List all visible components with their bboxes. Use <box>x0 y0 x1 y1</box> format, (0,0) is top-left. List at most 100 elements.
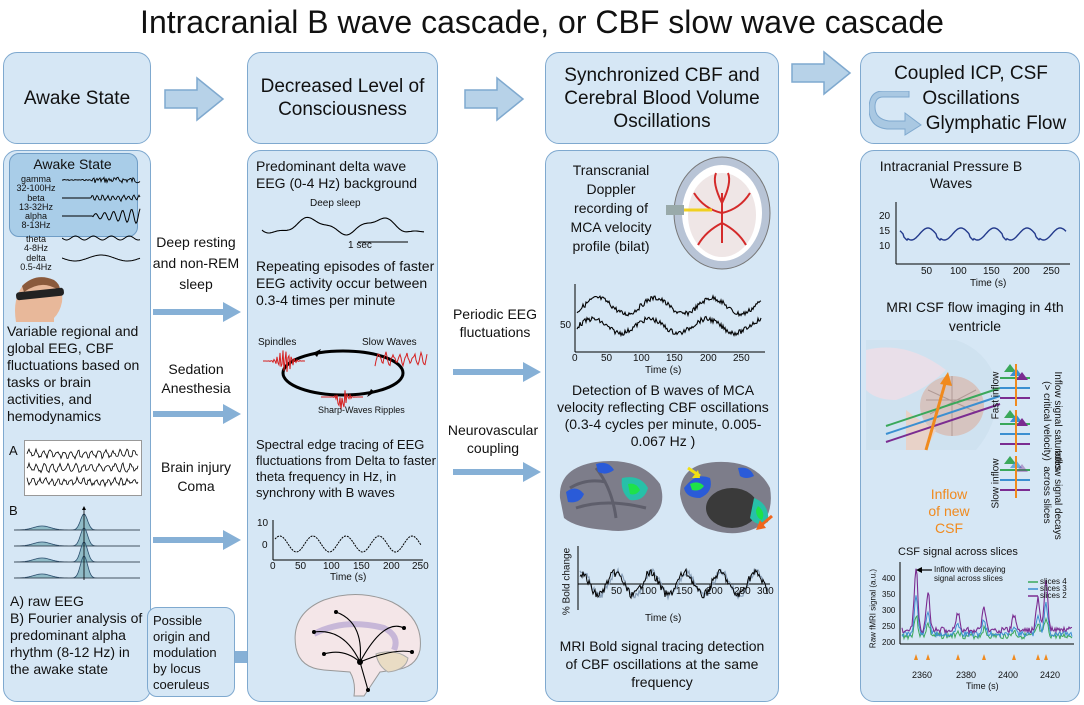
slice-arrow-0-2 <box>1016 372 1028 380</box>
slow-inflow-label: Slow inflow <box>990 458 1002 509</box>
ripples-label: Sharp-Waves Ripples <box>318 405 405 415</box>
icp-x-200: 200 <box>1013 266 1030 277</box>
header-arrow-1-icon <box>164 76 225 122</box>
fmri-brain-medial <box>680 461 773 534</box>
legend-slices-2: slices 2 <box>1040 591 1067 600</box>
curved-arrow-icon <box>869 91 922 136</box>
header-decreased-text: Decreased Level of Consciousness <box>260 76 425 120</box>
csf-signal-chart <box>899 562 1074 660</box>
awake-description: Variable regional and global EEG, CBF fl… <box>7 323 140 424</box>
header-synchronized-text: Synchronized CBF and Cerebral Blood Volu… <box>564 64 760 132</box>
spectrum-1 <box>14 527 140 547</box>
raw-eeg-traces <box>24 440 142 496</box>
bold-x-200: 200 <box>706 586 723 597</box>
mri-bold-text: MRI Bold signal tracing detection of CBF… <box>559 638 765 690</box>
header-awake: Awake State <box>3 52 151 144</box>
band-delta-range: 0.5-4Hz <box>20 262 52 272</box>
fourth-ventricle-illustration <box>866 340 1001 451</box>
awake-inset <box>9 153 138 237</box>
band-beta-name: beta <box>27 193 45 203</box>
inflow-label: Inflow of new CSF <box>928 486 970 536</box>
icp-title: Intracranial Pressure B Waves <box>879 158 1023 191</box>
icp-x-250: 250 <box>1043 266 1060 277</box>
arrow-periodic-icon <box>453 362 541 382</box>
arrow-label-sleep: Deep resting and non-REM sleep <box>152 234 240 292</box>
deep-sleep-label: Deep sleep <box>310 198 361 209</box>
mca-x-250: 250 <box>733 353 750 364</box>
icp-x-50: 50 <box>921 266 933 277</box>
arrow-label-periodic: Periodic EEG fluctuations <box>452 306 538 340</box>
b-wave-detection-text: Detection of B waves of MCA velocity ref… <box>557 382 769 449</box>
mca-xlabel: Time (s) <box>645 365 682 376</box>
icp-y-15: 15 <box>879 226 891 237</box>
awake-inset-title: Awake State <box>33 156 112 172</box>
csf-x-2360: 2360 <box>912 670 933 680</box>
slice-arrow-1-2 <box>1016 418 1028 426</box>
locus-coeruleus-box <box>147 607 235 697</box>
mca-x-100: 100 <box>633 353 650 364</box>
mca-x-200: 200 <box>700 353 717 364</box>
arrow-sedation-icon <box>153 404 241 424</box>
band-gamma-range: 32-100Hz <box>16 183 56 193</box>
mca-y-50: 50 <box>560 320 572 331</box>
icp-xlabel: Time (s) <box>970 278 1007 289</box>
awake-caption: A) raw EEG B) Fourier analysis of predom… <box>10 593 143 677</box>
csf-x-2400: 2400 <box>998 670 1019 680</box>
icp-y-10: 10 <box>879 241 891 252</box>
arrow-label-injury: Brain injury Coma <box>160 459 232 494</box>
bold-x-150: 150 <box>676 586 693 597</box>
band-beta-range: 13-32Hz <box>18 202 54 212</box>
slice-arrow-0-0 <box>1004 364 1016 372</box>
spectral-x-0: 0 <box>270 561 276 572</box>
csf-x-2420: 2420 <box>1040 670 1061 680</box>
raw-eeg-label: A <box>9 443 18 458</box>
spectral-x-50: 50 <box>295 561 307 572</box>
awake-panel <box>3 150 151 702</box>
csf-y-350: 350 <box>882 590 896 599</box>
slice-arrow-2-0 <box>1004 456 1016 464</box>
csf-y-400: 400 <box>882 574 896 583</box>
header-decreased: Decreased Level of Consciousness <box>247 52 438 144</box>
header-coupled-line2: Oscillations <box>922 88 1020 109</box>
spectral-x-150: 150 <box>353 561 370 572</box>
brain-midsagittal-illustration <box>294 593 421 697</box>
legend-slices-3: slices 3 <box>1040 584 1067 593</box>
csf-annotation: Inflow with decaying signal across slice… <box>934 565 1006 583</box>
tcd-head-illustration <box>666 156 771 270</box>
spectral-x-250: 250 <box>412 561 429 572</box>
arrow-sleep-icon <box>153 302 241 322</box>
mca-x-50: 50 <box>601 353 613 364</box>
scale-bar-label: 1 sec <box>348 240 372 251</box>
slice-signal-arrows <box>1000 364 1030 498</box>
csf-y-300: 300 <box>882 606 896 615</box>
arrow-neurovascular-icon <box>453 462 541 482</box>
header-coupled-line1: Coupled ICP, CSF <box>894 63 1048 84</box>
spectral-y-0: 0 <box>262 540 268 551</box>
mca-velocity-chart <box>574 284 765 353</box>
band-gamma-name: gamma <box>20 174 51 184</box>
header-awake-text: Awake State <box>23 87 131 109</box>
csf-y-200: 200 <box>882 638 896 647</box>
spectral-xlabel: Time (s) <box>330 572 367 583</box>
head-eeg-icon <box>15 277 64 322</box>
csf-signal-title: CSF signal across slices <box>898 546 1018 558</box>
arrow-label-sedation: Sedation Anesthesia <box>161 361 231 396</box>
csf-xlabel: Time (s) <box>966 681 999 691</box>
fast-inflow-label: Fast inflow <box>990 371 1002 420</box>
spectrum-0 <box>14 513 140 531</box>
bold-x-50: 50 <box>611 586 623 597</box>
bold-xlabel: Time (s) <box>645 613 682 624</box>
spectral-x-200: 200 <box>383 561 400 572</box>
sleep-oscillation-cycle <box>263 349 428 411</box>
header-synchronized: Synchronized CBF and Cerebral Blood Volu… <box>545 52 779 144</box>
delta-wave-trace <box>261 216 424 243</box>
bold-x-100: 100 <box>640 586 657 597</box>
band-theta-range: 4-8Hz <box>23 243 48 253</box>
arrow-label-neurovascular: Neurovascular coupling <box>447 422 539 456</box>
spectral-edge-chart <box>272 520 423 561</box>
mca-x-0: 0 <box>572 353 578 364</box>
csf-x-2380: 2380 <box>956 670 977 680</box>
header-coupled-line3: Glymphatic Flow <box>925 113 1067 134</box>
icp-x-100: 100 <box>950 266 967 277</box>
header-arrow-3-icon <box>791 50 852 96</box>
